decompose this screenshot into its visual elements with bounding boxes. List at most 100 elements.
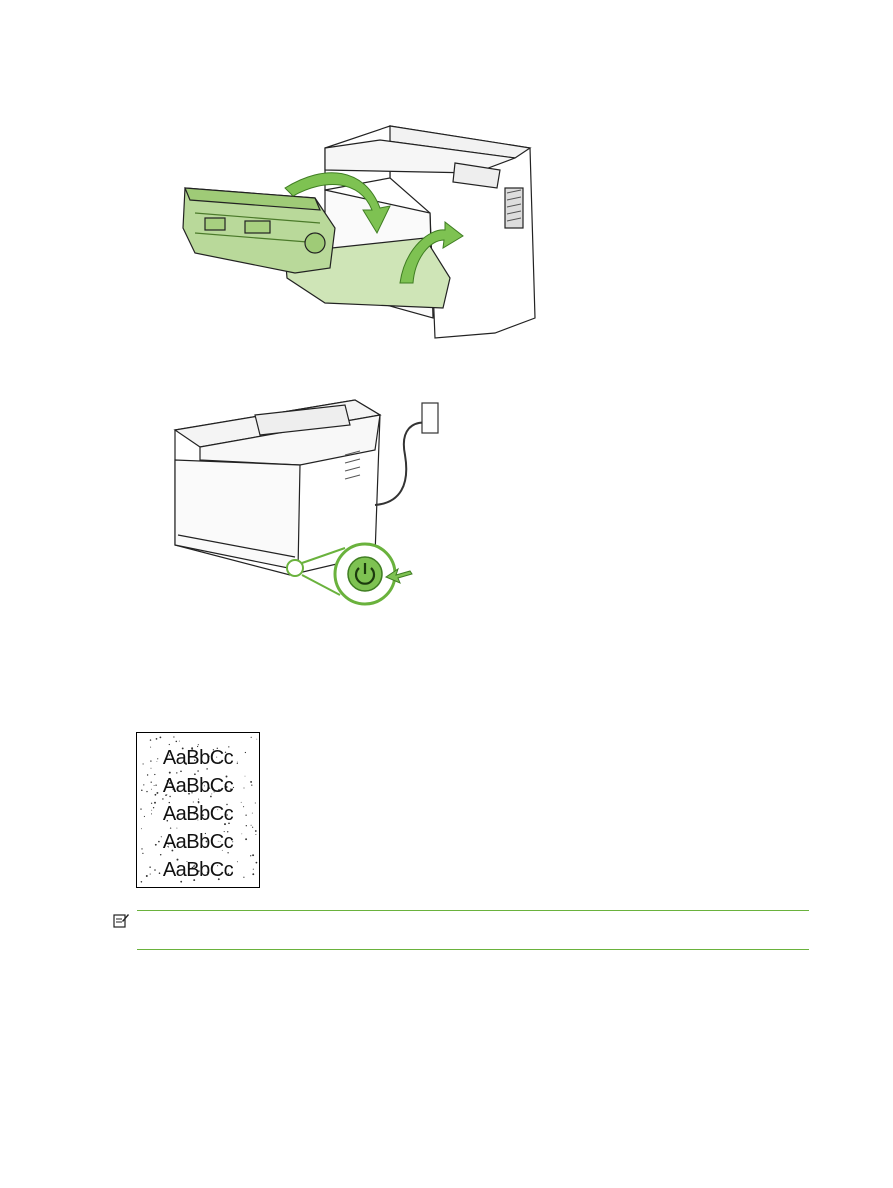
toner-speck <box>244 775 246 777</box>
toner-speck <box>167 845 169 848</box>
power-icon <box>354 563 376 585</box>
toner-speck <box>226 814 228 816</box>
toner-speck <box>140 881 143 883</box>
toner-speck <box>141 789 143 791</box>
toner-speck <box>171 849 174 852</box>
toner-speck <box>156 791 159 794</box>
toner-speck <box>169 782 171 785</box>
toner-speck <box>232 786 235 789</box>
toner-speck <box>152 807 155 809</box>
toner-speck <box>217 865 219 867</box>
toner-speck <box>208 755 210 758</box>
toner-speck <box>216 747 218 749</box>
toner-speck <box>197 770 199 772</box>
toner-speck <box>172 788 174 790</box>
press-arrow <box>384 567 413 584</box>
print-sample: AaBbCc AaBbCc AaBbCc AaBbCc AaBbCc <box>136 732 260 888</box>
toner-speck <box>243 787 245 789</box>
toner-speck <box>151 809 153 811</box>
toner-speck <box>180 770 182 773</box>
toner-speck <box>228 822 230 825</box>
toner-speck <box>212 749 215 751</box>
toner-speck <box>226 831 229 833</box>
toner-speck <box>250 736 252 738</box>
toner-speck <box>197 819 199 821</box>
toner-speck <box>141 848 143 850</box>
toner-speck <box>231 871 234 874</box>
toner-speck <box>154 801 156 804</box>
toner-speck <box>206 871 208 873</box>
toner-speck <box>221 849 223 851</box>
toner-speck <box>217 878 220 881</box>
toner-speck <box>157 758 159 760</box>
toner-speck <box>173 736 175 738</box>
toner-speck <box>150 746 152 748</box>
toner-speck <box>204 785 205 787</box>
toner-speck <box>252 826 254 828</box>
toner-speck <box>166 780 169 783</box>
cartridge-install-figure <box>182 125 536 339</box>
toner-speck <box>205 808 207 810</box>
sample-line: AaBbCc <box>162 803 234 825</box>
toner-speck <box>150 788 152 790</box>
toner-speck <box>188 782 190 785</box>
toner-speck <box>168 771 171 774</box>
toner-speck <box>205 840 208 843</box>
toner-speck <box>150 767 152 769</box>
toner-speck <box>179 818 181 821</box>
toner-speck <box>165 794 167 797</box>
toner-speck <box>216 756 218 758</box>
toner-speck <box>168 743 170 746</box>
toner-speck <box>252 854 255 857</box>
toner-speck <box>149 873 151 875</box>
toner-speck <box>188 868 191 871</box>
toner-speck <box>255 861 258 864</box>
toner-speck <box>145 875 148 877</box>
toner-speck <box>191 747 194 750</box>
toner-speck <box>168 754 171 756</box>
toner-speck <box>225 786 228 788</box>
toner-speck <box>150 802 153 804</box>
toner-speck <box>169 795 171 798</box>
toner-speck <box>154 793 157 796</box>
toner-speck <box>158 872 161 874</box>
toner-speck <box>225 775 228 778</box>
toner-speck <box>196 745 199 748</box>
toner-speck <box>252 873 255 876</box>
toner-speck <box>217 840 219 842</box>
toner-speck <box>245 838 248 841</box>
toner-speck <box>224 783 226 785</box>
toner-speck <box>218 778 220 780</box>
toner-speck <box>201 783 203 785</box>
toner-speck <box>188 809 191 812</box>
toner-speck <box>186 861 188 862</box>
toner-speck <box>160 836 162 838</box>
toner-speck <box>255 834 257 835</box>
toner-speck <box>226 803 228 806</box>
toner-speck <box>156 761 158 762</box>
toner-speck <box>191 866 194 869</box>
sample-line: AaBbCc <box>162 775 234 797</box>
toner-speck <box>232 841 234 843</box>
toner-speck <box>142 763 144 765</box>
toner-speck <box>250 855 252 857</box>
toner-speck <box>236 861 238 863</box>
toner-speck <box>142 852 144 855</box>
note-box <box>137 910 809 950</box>
power-cord <box>374 421 431 506</box>
toner-speck <box>154 869 156 871</box>
toner-speck <box>159 736 162 739</box>
toner-speck <box>193 879 196 882</box>
toner-speck <box>223 831 225 833</box>
toner-speck <box>198 870 200 872</box>
toner-speck <box>251 784 253 786</box>
toner-speck <box>192 801 194 803</box>
toner-speck <box>187 778 190 780</box>
toner-speck <box>250 824 252 826</box>
toner-speck <box>193 865 195 867</box>
toner-speck <box>211 793 213 795</box>
toner-speck <box>188 837 190 839</box>
toner-speck <box>180 880 183 883</box>
toner-speck <box>149 739 152 741</box>
toner-speck <box>194 759 196 761</box>
